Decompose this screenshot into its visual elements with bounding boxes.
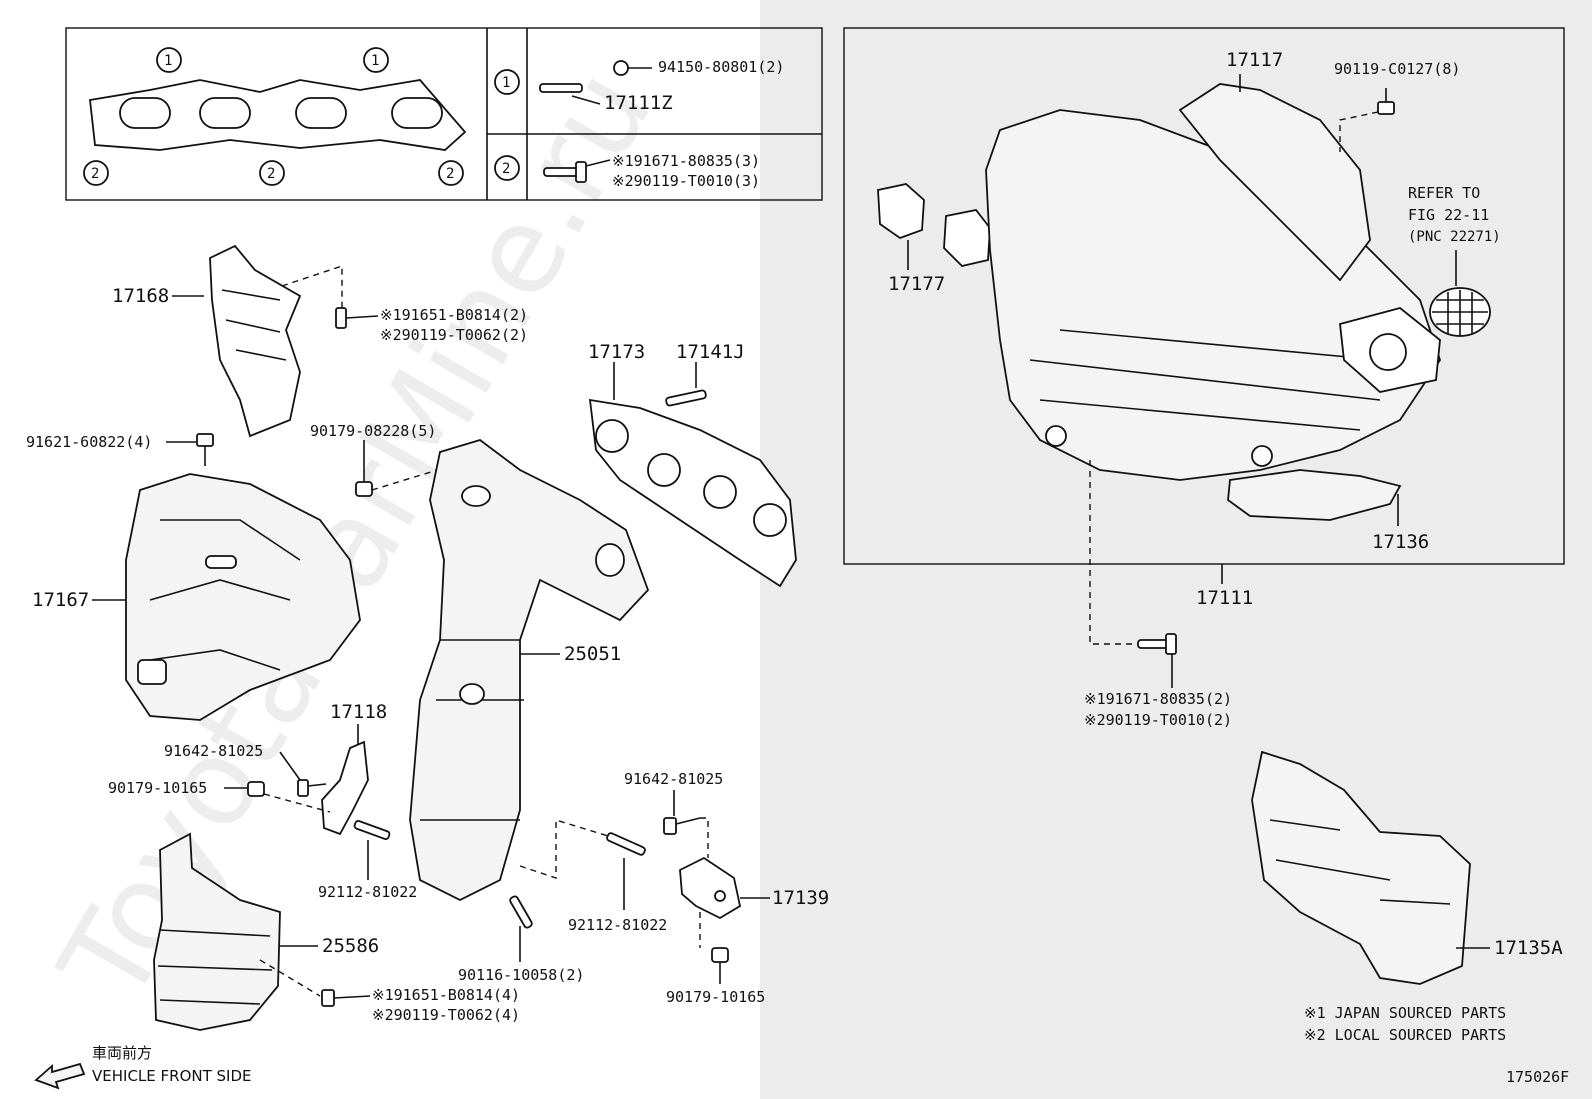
label-92112-81022-a: 92112-81022: [318, 883, 417, 901]
row1-marker: 1: [502, 75, 510, 91]
direction-jp: 車両前方: [92, 1044, 152, 1062]
label-290119-T0010-3: ※290119-T0010(3): [612, 172, 760, 190]
label-91621-60822: 91621-60822(4): [26, 433, 152, 451]
assembly-box: [843, 27, 1565, 565]
label-191671-80835-2: ※191671-80835(2): [1084, 690, 1232, 708]
refer-line-1: REFER TO: [1408, 184, 1480, 202]
label-290119-T0062-2: ※290119-T0062(2): [380, 326, 528, 344]
gasket-marker-2c: 2: [446, 166, 454, 182]
figure-id: 175026F: [1506, 1068, 1569, 1086]
direction-en: VEHICLE FRONT SIDE: [92, 1067, 252, 1085]
label-17139: 17139: [772, 887, 829, 909]
label-17167: 17167: [32, 589, 89, 611]
label-17173: 17173: [588, 341, 645, 363]
label-290119-T0062-4: ※290119-T0062(4): [372, 1006, 520, 1024]
row2-marker: 2: [502, 161, 510, 177]
gasket-marker-1a: 1: [164, 53, 172, 69]
label-17141J: 17141J: [676, 341, 745, 363]
label-90116-10058: 90116-10058(2): [458, 966, 584, 984]
gasket-table: 1 1 2 2 2 1 2 94150-80801(2) 17111Z ※191…: [65, 27, 823, 201]
label-17111: 17111: [1196, 587, 1253, 609]
label-191651-B0814-4: ※191651-B0814(4): [372, 986, 520, 1004]
label-94150-80801: 94150-80801(2): [658, 58, 784, 76]
label-191651-B0814-2: ※191651-B0814(2): [380, 306, 528, 324]
label-17118: 17118: [330, 701, 387, 723]
refer-line-3: (PNC 22271): [1408, 229, 1501, 245]
left-parts: 17168 ※191651-B0814(2) ※290119-T0062(2) …: [26, 244, 829, 1090]
label-191671-80835-3: ※191671-80835(3): [612, 152, 760, 170]
label-90179-10165-a: 90179-10165: [108, 779, 207, 797]
label-17111Z: 17111Z: [604, 92, 673, 114]
label-25586: 25586: [322, 935, 379, 957]
label-17177: 17177: [888, 273, 945, 295]
label-17117: 17117: [1226, 49, 1283, 71]
label-91642-81025-b: 91642-81025: [624, 770, 723, 788]
label-91642-81025-a: 91642-81025: [164, 742, 263, 760]
label-290119-T0010-2: ※290119-T0010(2): [1084, 711, 1232, 729]
label-92112-81022-b: 92112-81022: [568, 916, 667, 934]
label-90179-10165-b: 90179-10165: [666, 988, 765, 1006]
label-17135A: 17135A: [1494, 937, 1563, 959]
label-90179-08228: 90179-08228(5): [310, 422, 436, 440]
label-90119-C0127: 90119-C0127(8): [1334, 60, 1460, 78]
note-local-sourced: ※2 LOCAL SOURCED PARTS: [1304, 1026, 1506, 1044]
label-25051: 25051: [564, 643, 621, 665]
right-parts: 17177 17136 17117 90119-C0127(8) REFER T: [843, 27, 1569, 1086]
note-japan-sourced: ※1 JAPAN SOURCED PARTS: [1304, 1004, 1506, 1022]
label-17168: 17168: [112, 285, 169, 307]
gasket-marker-2a: 2: [91, 166, 99, 182]
gasket-marker-2b: 2: [267, 166, 275, 182]
refer-line-2: FIG 22-11: [1408, 206, 1489, 224]
label-17136: 17136: [1372, 531, 1429, 553]
gasket-marker-1b: 1: [371, 53, 379, 69]
